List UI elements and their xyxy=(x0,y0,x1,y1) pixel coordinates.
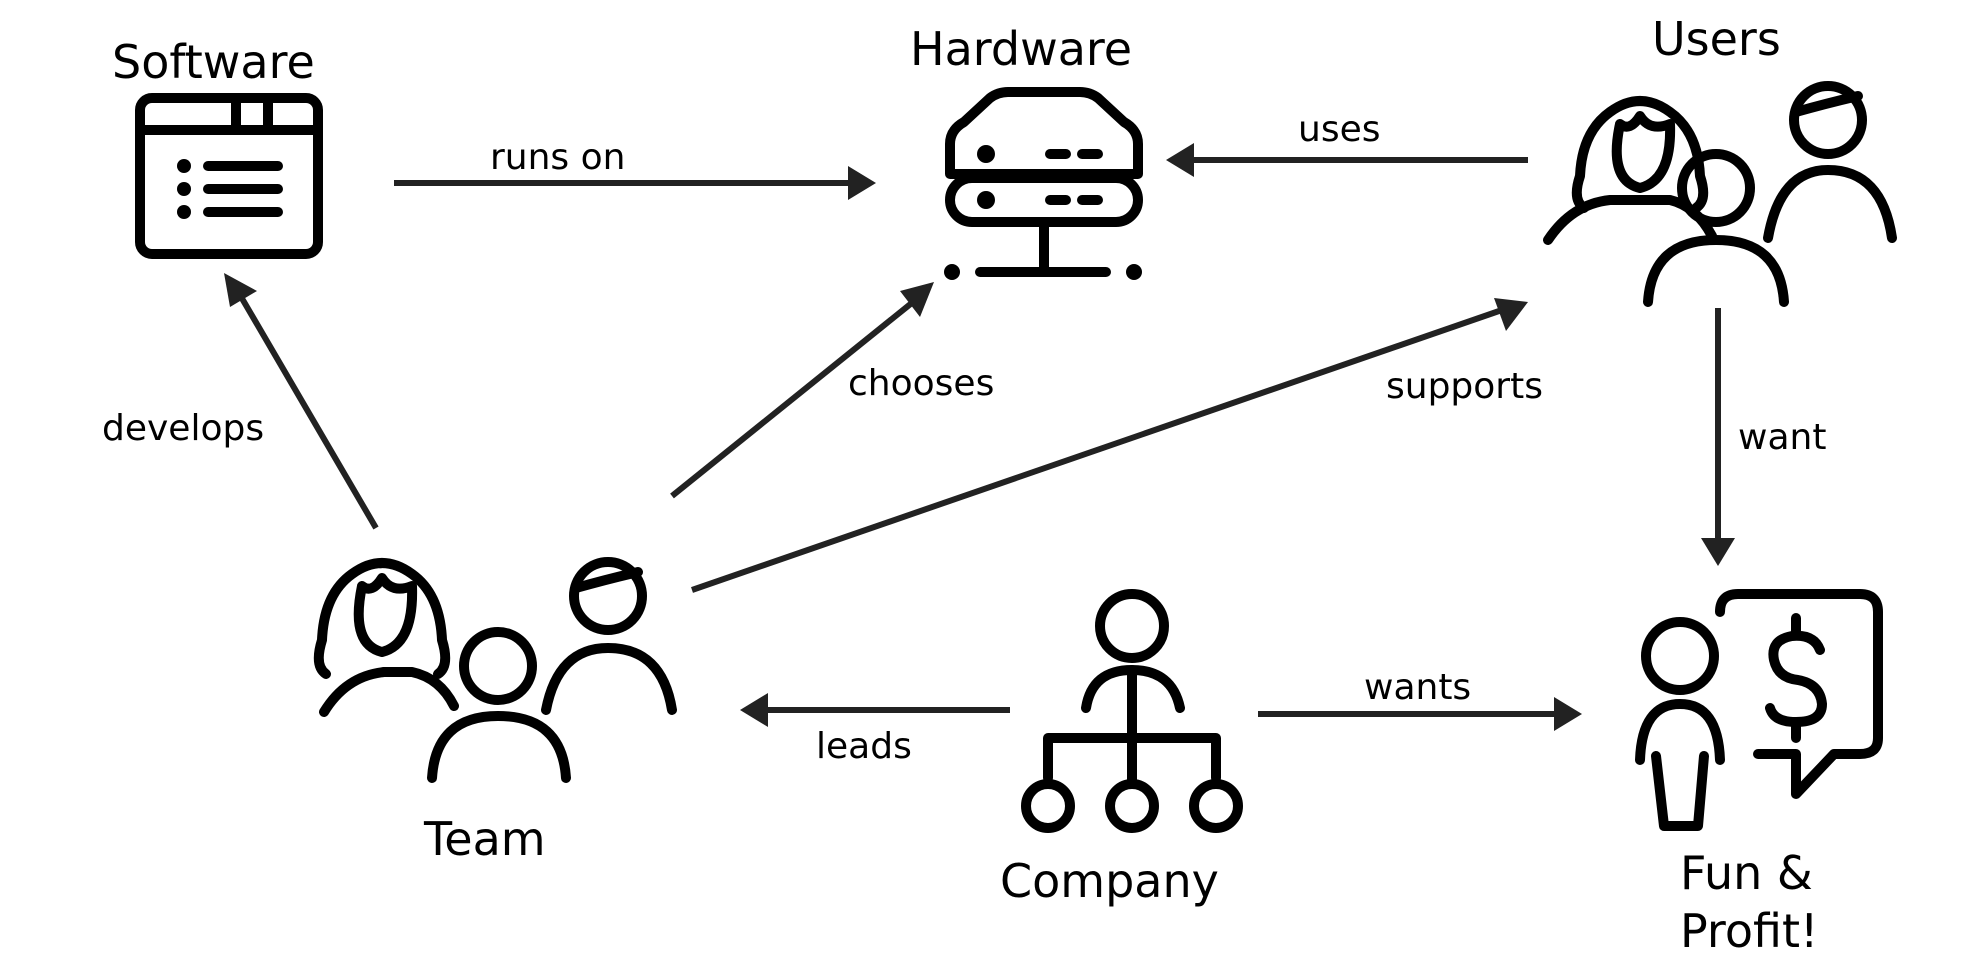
edge-want xyxy=(1701,308,1735,566)
edge-label-uses: uses xyxy=(1298,109,1380,150)
node-label-profit-line2: Profit! xyxy=(1680,904,1818,953)
edge-label-chooses: chooses xyxy=(848,363,994,404)
node-label-software: Software xyxy=(112,35,315,89)
edge-uses xyxy=(1166,143,1528,177)
edge-label-supports: supports xyxy=(1386,366,1543,407)
edge-leads xyxy=(740,693,1010,727)
edge-label-develops: develops xyxy=(102,408,264,449)
edge-label-wants: wants xyxy=(1364,667,1471,708)
edge-label-leads: leads xyxy=(816,726,912,767)
edge-develops xyxy=(224,273,379,530)
edge-wants xyxy=(1258,697,1582,731)
org-chart-icon xyxy=(1021,589,1243,833)
server-icon xyxy=(944,87,1143,280)
edge-label-runs-on: runs on xyxy=(490,137,625,178)
edge-supports xyxy=(691,298,1528,593)
edge-label-want: want xyxy=(1738,417,1826,458)
node-label-users: Users xyxy=(1652,12,1781,66)
node-label-company: Company xyxy=(1000,854,1219,908)
person-dollar-speech-icon xyxy=(1635,589,1883,831)
users-group-icon xyxy=(1543,81,1897,307)
team-group-icon xyxy=(313,557,677,783)
node-label-profit-line1: Fun & xyxy=(1680,846,1813,900)
node-label-team: Team xyxy=(423,812,546,866)
edge-chooses xyxy=(670,282,934,499)
browser-window-icon xyxy=(135,93,323,259)
edge-runs-on xyxy=(394,166,876,200)
node-label-hardware: Hardware xyxy=(910,22,1132,76)
